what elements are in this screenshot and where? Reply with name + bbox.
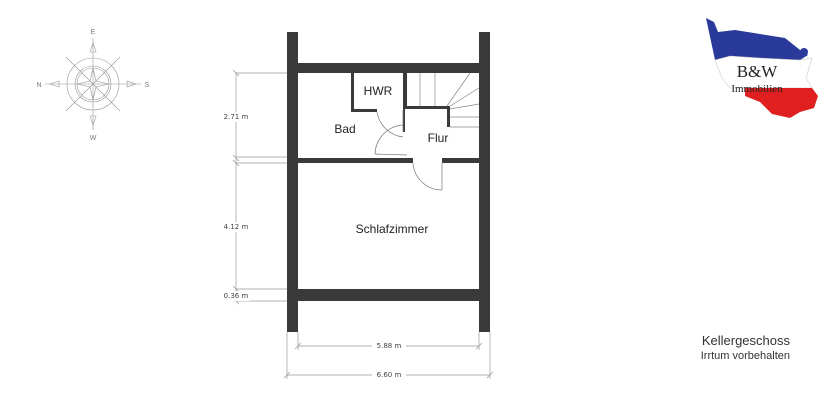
dimension-label: 6.60 m	[377, 371, 402, 379]
logo-subtext: Immobilien	[731, 83, 783, 95]
walls	[287, 32, 490, 332]
middle-wall-right	[442, 158, 479, 163]
stair-wall	[406, 106, 450, 109]
compass-top-label: E	[91, 29, 96, 36]
dimension-label: 4.12 m	[224, 223, 249, 231]
room-label-schlafzimmer: Schlafzimmer	[356, 222, 429, 236]
hwr-left-wall	[351, 73, 354, 112]
room-label-bad: Bad	[334, 122, 355, 136]
bottom-wall	[298, 289, 479, 301]
room-label-flur: Flur	[428, 131, 449, 145]
middle-wall-left	[298, 158, 413, 163]
hwr-bottom-wall	[351, 109, 377, 112]
compass-right-label: S	[145, 82, 150, 89]
floor-title: Kellergeschoss	[701, 333, 790, 348]
company-logo: B&W Immobilien	[706, 18, 818, 118]
compass-bottom-label: W	[90, 135, 97, 142]
dimension-label: 0.36 m	[224, 292, 249, 300]
dimension-label: 5.88 m	[377, 342, 402, 350]
dimension-label: 2.71 m	[224, 113, 249, 121]
left-wall	[287, 32, 298, 332]
compass-left-label: N	[36, 82, 41, 89]
top-wall	[298, 63, 479, 73]
dimension-lines	[232, 69, 494, 379]
doors	[374, 110, 443, 191]
logo-text: B&W	[737, 62, 779, 81]
disclaimer-note: Irrtum vorbehalten	[700, 350, 790, 362]
room-label-hwr: HWR	[364, 84, 393, 98]
compass-rose-icon: E N S W	[36, 29, 149, 142]
staircase	[419, 72, 480, 128]
right-wall	[479, 32, 490, 332]
